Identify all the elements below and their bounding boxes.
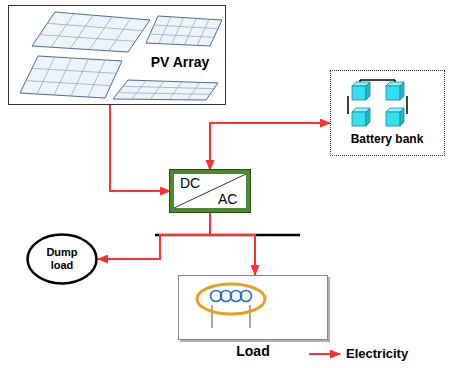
cell-front [386, 112, 400, 126]
panel-grid [88, 60, 105, 97]
panel-grid [150, 81, 164, 99]
node-label: Battery bank [331, 133, 443, 147]
heater-ring [197, 284, 265, 314]
panel-grid [47, 23, 142, 30]
cell-side [366, 108, 370, 126]
node-label: PV Array [149, 54, 211, 70]
cell-side [400, 108, 404, 126]
panel-grid [51, 14, 74, 48]
load-node: Load [178, 275, 328, 361]
panel-grid [90, 17, 112, 50]
battery-wire [360, 79, 395, 81]
inverter-box: DC AC [170, 170, 250, 212]
cell-side [400, 82, 404, 100]
panel-grid [123, 86, 214, 88]
cell-front [352, 86, 366, 100]
cell-front [386, 86, 400, 100]
power-flow-arrow [210, 212, 255, 275]
battery-cells [348, 80, 407, 126]
cell-front [352, 112, 366, 126]
pv-panel [146, 16, 222, 46]
node-label: Load [178, 343, 328, 359]
battery-wire [347, 96, 349, 114]
pv-panel [32, 12, 150, 52]
panel-grid [169, 82, 182, 100]
battery-cell [386, 82, 404, 100]
panel-grid [159, 17, 171, 44]
ellipse-shape [28, 235, 97, 284]
legend-label: Electricity [346, 346, 408, 361]
battery-bank-box: Battery bank [330, 70, 445, 156]
panel-grid [71, 59, 88, 96]
power-flow-arrow [98, 212, 210, 259]
heater-coil [197, 284, 265, 328]
legend-item: Electricity [308, 346, 408, 361]
panel-grid [32, 68, 116, 73]
node-label: AC [218, 191, 237, 207]
panel-grid [187, 82, 200, 99]
cell-side [366, 82, 370, 100]
panel-grid [109, 18, 131, 50]
legend-arrow [308, 348, 342, 360]
panel-grid [40, 35, 136, 42]
coil-lead [249, 305, 251, 328]
legend-line [309, 353, 340, 355]
diagonal-line [174, 174, 246, 208]
coil-lead [211, 305, 213, 328]
pv-panels [20, 12, 222, 100]
battery-cell [352, 108, 370, 126]
power-flow-arrow [210, 123, 330, 170]
dump-load-ellipse: Dump load [26, 233, 98, 285]
node-label: Dump load [36, 246, 88, 271]
coil-loop [241, 291, 252, 302]
battery-cell [386, 108, 404, 126]
panel-grid [70, 15, 93, 48]
battery-wire [406, 96, 408, 114]
pv-panel [113, 80, 218, 100]
panel-grid [184, 18, 196, 44]
panel-grid [197, 19, 209, 45]
panel-grid [54, 58, 72, 95]
panel-grid [150, 34, 214, 37]
node-label: DC [180, 175, 200, 191]
pv-array-box: PV Array [8, 5, 226, 105]
load-frame [178, 275, 328, 340]
power-flow-arrow [110, 105, 170, 191]
panel-grid [132, 81, 146, 100]
panel-grid [154, 25, 218, 29]
panel-grid [26, 81, 111, 86]
pv-panel [20, 56, 122, 98]
panel-grid [118, 93, 210, 95]
battery-cell [352, 82, 370, 100]
panel-grid [172, 18, 184, 45]
panel-grid [37, 57, 55, 94]
